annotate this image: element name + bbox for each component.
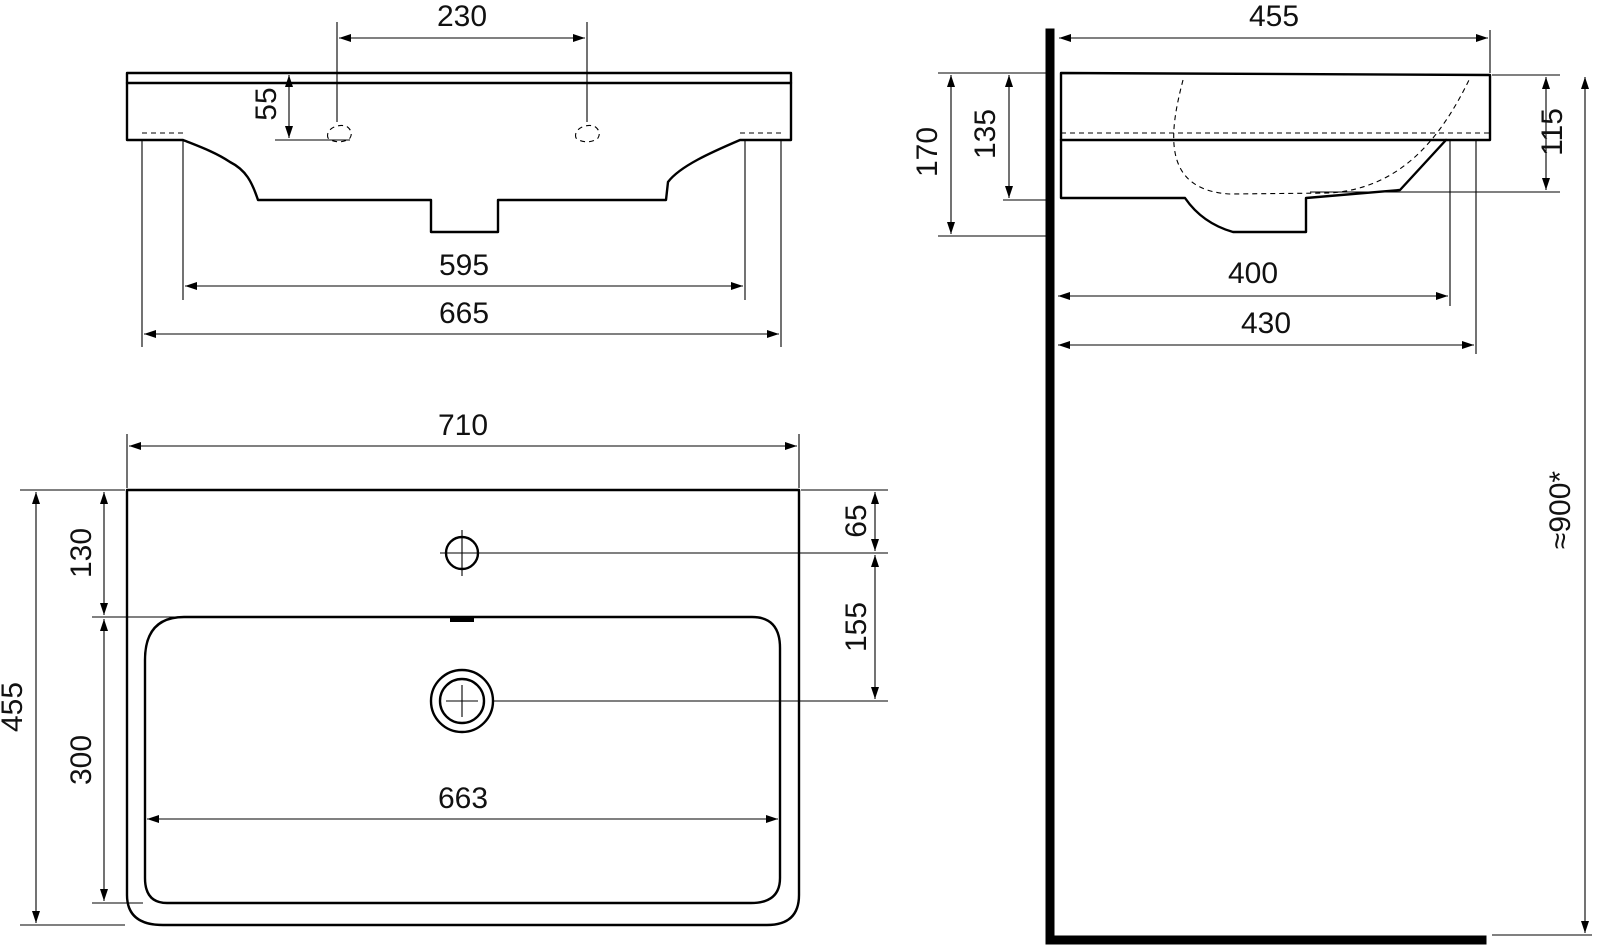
dim-top-width: 710 — [438, 409, 488, 442]
drain-hole — [429, 668, 495, 734]
overflow-hole-right — [575, 124, 600, 143]
dim-tap-to-drain: 155 — [840, 602, 873, 652]
dim-projection-430: 430 — [1241, 307, 1291, 340]
dim-tap-spacing: 230 — [437, 0, 487, 33]
basin-front-outline — [125, 71, 793, 234]
overflow-slot — [450, 617, 474, 622]
dim-rim-to-drain: 115 — [1536, 108, 1569, 156]
dim-total-height: 170 — [911, 127, 944, 177]
dim-bowl-depth: 300 — [65, 735, 98, 785]
dim-tap-from-back: 65 — [840, 504, 873, 537]
basin-top-outline — [125, 488, 801, 927]
dim-overflow-depth: 55 — [250, 87, 283, 120]
bowl-top-outline — [143, 615, 782, 905]
side-view: 455 170 135 115 400 430 ≈900* — [911, 0, 1592, 945]
dim-bowl-height: 135 — [969, 109, 1002, 159]
dim-mounting-height: ≈900* — [1544, 471, 1577, 550]
dim-inner-bracket-width: 595 — [439, 249, 489, 282]
dim-tap-hole-offset: 130 — [65, 528, 98, 578]
bowl-hidden-contour — [1173, 77, 1471, 195]
front-view: 230 55 595 665 — [125, 0, 793, 347]
overflow-hole-left — [327, 124, 352, 143]
dim-bowl-width: 663 — [438, 782, 488, 815]
basin-side-outline — [1059, 71, 1492, 234]
tap-hole — [440, 530, 484, 576]
dim-outer-bracket-width: 665 — [439, 297, 489, 330]
dim-side-depth: 455 — [1249, 0, 1299, 33]
dim-projection-400: 400 — [1228, 257, 1278, 290]
dim-top-depth: 455 — [0, 682, 29, 732]
top-view: 710 455 130 300 663 65 155 — [0, 409, 888, 927]
